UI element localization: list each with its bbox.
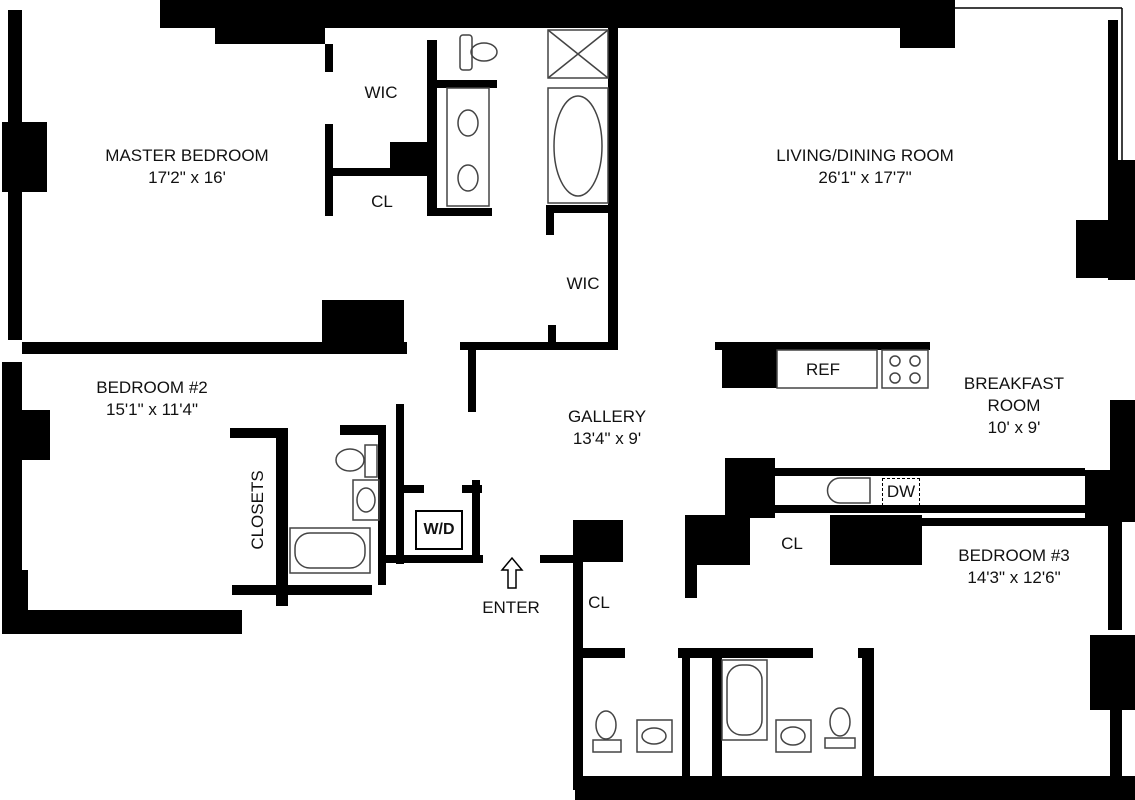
label-cl-bed3: CL	[781, 534, 803, 553]
room-dims: 14'3" x 12'6"	[967, 568, 1061, 587]
room-bedroom-2: BEDROOM #2 15'1" x 11'4"	[96, 377, 207, 421]
enter-arrow	[500, 556, 524, 589]
room-dims: 13'4" x 9'	[572, 429, 642, 448]
room-name: BEDROOM #2	[96, 378, 208, 397]
wall-top-right	[610, 0, 955, 28]
dishwasher: DW	[882, 478, 920, 506]
room-name: MASTER BEDROOM	[105, 146, 269, 165]
label-closets: CLOSETS	[248, 470, 267, 550]
room-name-line2: ROOM	[987, 396, 1041, 415]
label-wic-master: WIC	[364, 83, 398, 102]
shower-master	[547, 29, 609, 79]
room-name-line1: BREAKFAST	[963, 374, 1065, 393]
room-dims: 10' x 9'	[987, 418, 1041, 437]
room-dims: 26'1" x 17'7"	[818, 168, 912, 187]
windows	[13, 7, 1123, 340]
room-bedroom-3: BEDROOM #3 14'3" x 12'6"	[958, 545, 1069, 589]
washer-dryer: W/D	[415, 510, 463, 550]
wall-bottom-left	[2, 610, 242, 634]
room-name: GALLERY	[567, 407, 647, 426]
room-name: LIVING/DINING ROOM	[776, 146, 954, 165]
room-living-dining: LIVING/DINING ROOM 26'1" x 17'7"	[776, 145, 954, 189]
room-name: BEDROOM #3	[958, 546, 1070, 565]
vanity-master	[446, 87, 490, 207]
label-enter: ENTER	[482, 598, 540, 617]
ref	[776, 349, 878, 389]
label-cl-entry: CL	[588, 593, 610, 612]
room-dims: 17'2" x 16'	[148, 168, 226, 187]
label-cl-master: CL	[371, 192, 393, 211]
tub-master	[547, 87, 609, 204]
label-ref: REF	[806, 360, 840, 379]
toilet-master	[459, 34, 473, 71]
room-breakfast: BREAKFAST ROOM 10' x 9'	[964, 373, 1064, 439]
room-master-bedroom: MASTER BEDROOM 17'2" x 16'	[105, 145, 268, 189]
wall-bottom-right	[575, 776, 1135, 800]
fixtures	[289, 29, 929, 753]
wall-top-left	[160, 0, 620, 28]
stove	[881, 349, 929, 389]
room-dims: 15'1" x 11'4"	[106, 400, 198, 419]
label-wic-hall: WIC	[566, 274, 600, 293]
room-gallery: GALLERY 13'4" x 9'	[568, 406, 646, 450]
